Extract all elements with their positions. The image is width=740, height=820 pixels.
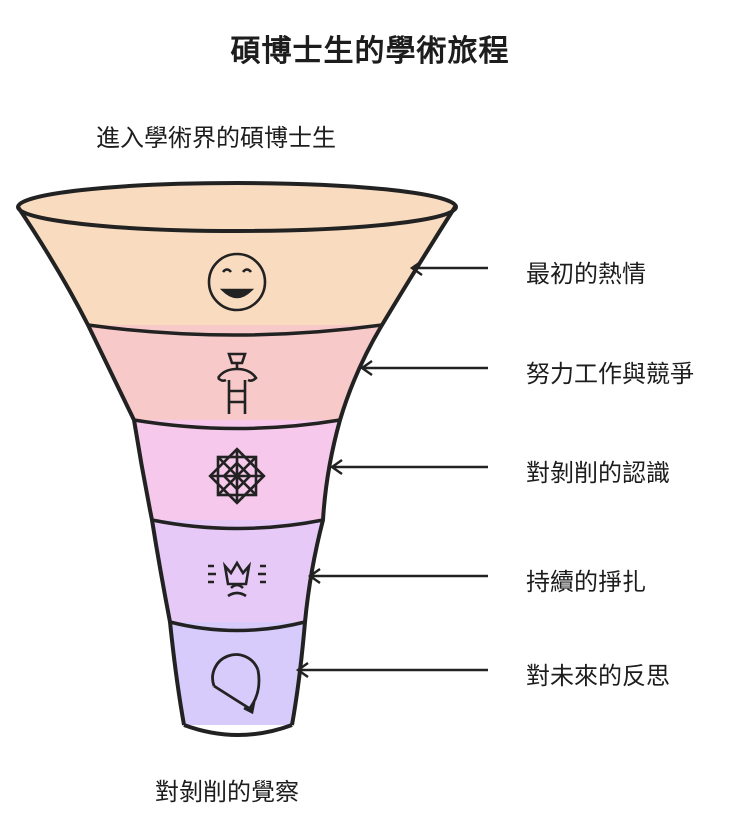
diagram-title: 碩博士生的學術旅程	[230, 34, 510, 69]
stage-label-2: 努力工作與競爭	[526, 360, 694, 388]
stage-label-5: 對未來的反思	[526, 662, 670, 690]
funnel-exit-label: 對剝削的覺察	[155, 778, 299, 806]
stage-1-fill	[18, 205, 455, 325]
separator-1	[87, 323, 383, 337]
stage-2-fill	[88, 325, 382, 420]
separator-4	[169, 620, 306, 633]
stage-label-4: 持續的掙扎	[526, 568, 646, 596]
connector-arrow-5	[295, 662, 488, 678]
connector-arrow-1	[409, 260, 488, 276]
funnel-left-edge	[16, 205, 186, 726]
connector-arrow-3	[329, 459, 488, 475]
funnel-right-edge	[290, 205, 457, 726]
stage-label-1: 最初的熱情	[526, 260, 646, 288]
trophy-ladder-icon	[216, 352, 258, 414]
stage-4-fill	[152, 520, 323, 622]
funnel-bottom	[183, 723, 293, 737]
connector-arrow-4	[307, 568, 488, 584]
sad-flower-icon	[208, 560, 266, 598]
funnel-top-ellipse	[16, 181, 458, 233]
ornament-icon	[208, 447, 266, 505]
stage-5-fill	[170, 622, 305, 725]
funnel-entry-label: 進入學術界的碩博士生	[96, 124, 336, 152]
connector-arrow-2	[359, 360, 488, 376]
rotate-arrow-icon	[211, 653, 261, 715]
separator-2	[133, 418, 341, 431]
stage-label-3: 對剝削的認識	[526, 459, 670, 487]
separator-3	[151, 518, 324, 531]
smiley-face-icon	[207, 252, 267, 312]
